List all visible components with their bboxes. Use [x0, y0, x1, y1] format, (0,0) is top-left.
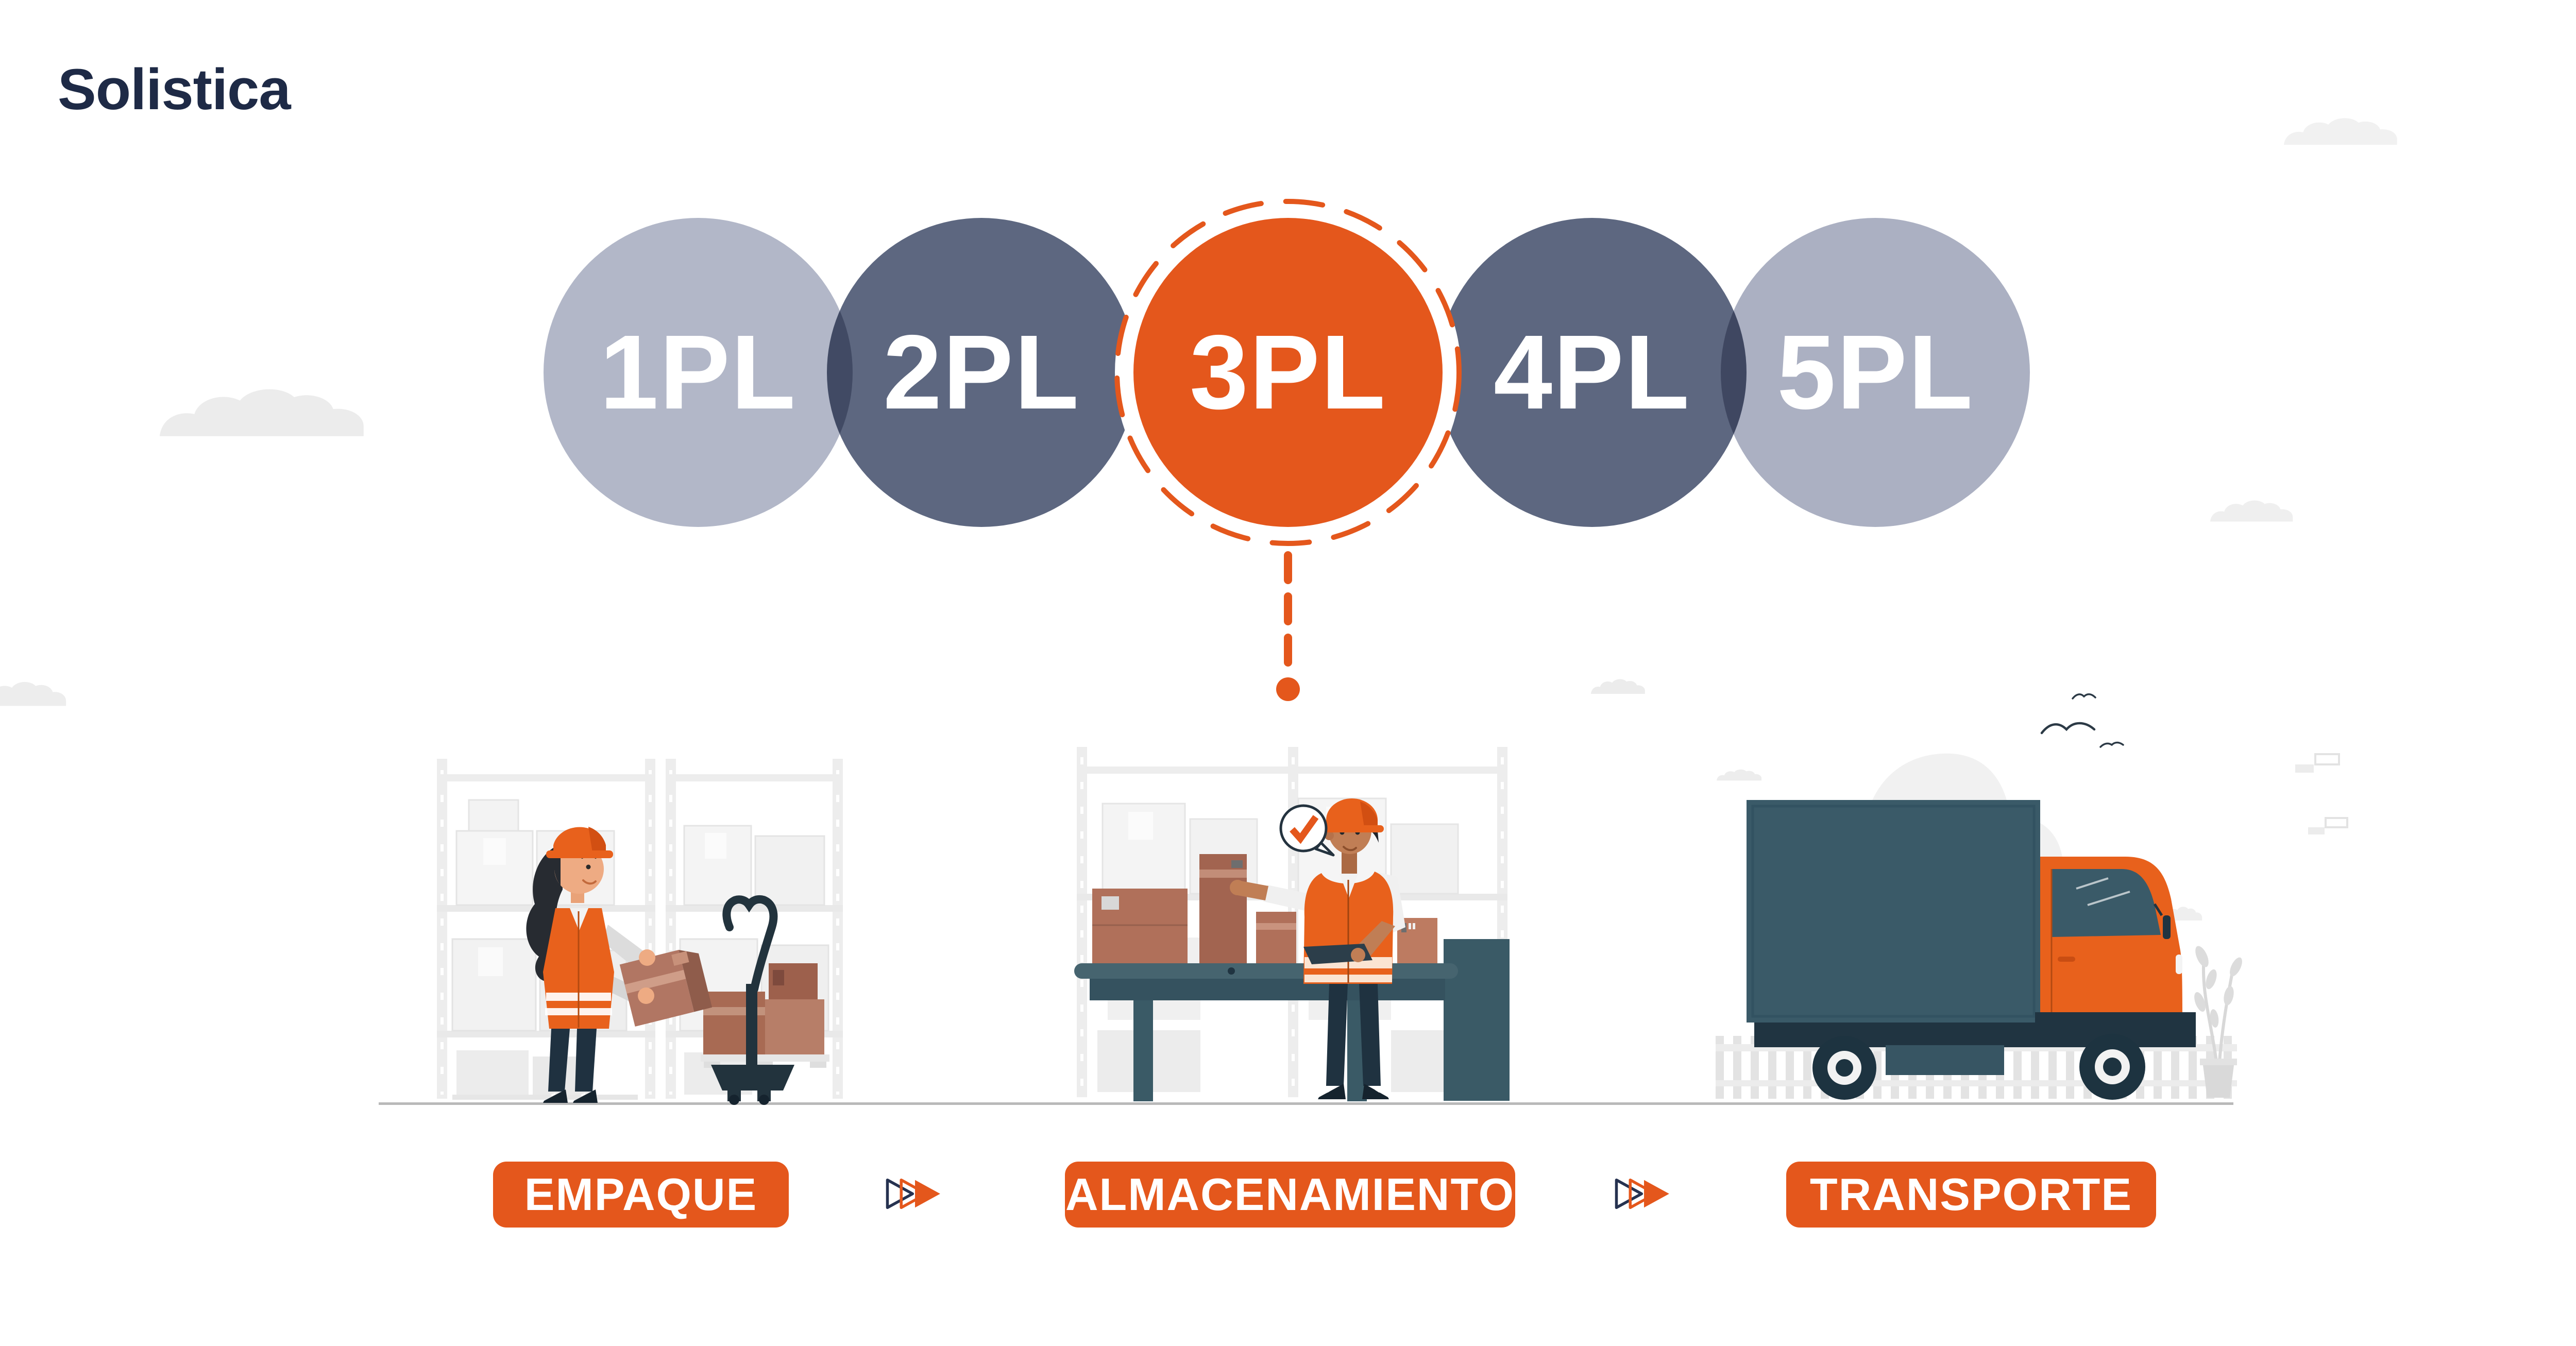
worker-shoe	[573, 1089, 598, 1103]
door-handle	[2058, 957, 2075, 962]
pl-circle-2pl: 2PL	[827, 218, 1136, 527]
underbox	[1886, 1045, 2004, 1075]
pl-circle-4pl: 4PL	[1437, 218, 1747, 527]
step-label-empaque: EMPAQUE	[524, 1169, 758, 1220]
forward-arrows-icon	[1615, 1178, 1669, 1209]
check-icon	[1290, 815, 1319, 844]
brick-accent	[2295, 764, 2314, 773]
table-side-panel	[1444, 939, 1510, 1101]
plant-pot-rim	[2200, 1059, 2237, 1065]
mirror	[2163, 915, 2171, 939]
step-label-transporte: TRANSPORTE	[1809, 1169, 2133, 1220]
brick-accent	[2325, 817, 2348, 828]
pl-label-3pl: 3PL	[1190, 313, 1386, 431]
cloud-far-left	[0, 681, 66, 706]
connector-dot	[1276, 677, 1300, 701]
plant-pot	[2203, 1065, 2234, 1098]
worker-leg	[548, 1029, 570, 1092]
worker-leg	[1359, 984, 1381, 1086]
packing-scene	[437, 759, 843, 1105]
truck	[1747, 800, 2196, 1100]
pl-connector-dashed-line	[1276, 551, 1300, 701]
belt-boxes	[1092, 854, 1437, 963]
pl-label-2pl: 2PL	[883, 313, 1080, 431]
plant	[2194, 946, 2242, 1098]
checking-worker	[1230, 798, 1405, 1099]
step-badge-transporte: TRANSPORTE	[1786, 1162, 2156, 1228]
ground-line	[379, 1102, 2233, 1105]
worker-leg	[1326, 984, 1348, 1086]
forward-arrows-icon	[886, 1178, 940, 1209]
worker-shoe	[1318, 1084, 1346, 1099]
step-badge-empaque: EMPAQUE	[493, 1162, 789, 1228]
pl-label-5pl: 5PL	[1777, 313, 1974, 431]
step-badge-almacenamiento: ALMACENAMIENTO	[1065, 1162, 1515, 1228]
pallet-jack-base	[711, 1065, 794, 1091]
brick-accent	[2308, 827, 2325, 834]
storage-scene	[1074, 747, 1510, 1101]
front-wheel	[2079, 1034, 2145, 1100]
transport-scene	[1716, 753, 2242, 1100]
table-top	[1074, 963, 1458, 979]
pallet-jack	[711, 895, 794, 1105]
load-box-medium	[765, 999, 824, 1054]
pl-label-4pl: 4PL	[1494, 313, 1690, 431]
pl-circle-1pl: 1PL	[544, 218, 853, 527]
cloud-right-mid	[2210, 500, 2293, 522]
step-label-almacenamiento: ALMACENAMIENTO	[1065, 1169, 1515, 1220]
packing-worker	[526, 827, 713, 1103]
check-bubble-icon	[1279, 804, 1335, 857]
pallet-jack-handle	[722, 895, 778, 993]
pl-circle-5pl: 5PL	[1721, 218, 2030, 527]
marker-light	[2176, 955, 2182, 974]
pl-circle-3pl-active: 3PL	[1133, 218, 1443, 527]
cloud-truck-left	[1717, 769, 1762, 781]
belt-box-medium	[1256, 912, 1296, 963]
worker-shoe	[543, 1089, 568, 1103]
brick-accent	[2314, 753, 2340, 765]
cargo-box	[1747, 800, 2040, 1023]
worker-arm-upper	[602, 925, 644, 968]
cab-window	[2052, 869, 2161, 937]
rear-wheel	[1812, 1036, 1876, 1100]
pl-active-dashed-ring	[1114, 199, 1462, 546]
birds-icon	[2040, 693, 2124, 748]
cloud-top-right	[2284, 118, 2397, 145]
pallet-jack-mast	[746, 984, 757, 1066]
worker-shoe	[1362, 1084, 1389, 1099]
cloud-mid-small	[1591, 679, 1645, 694]
table-leg	[1133, 1000, 1153, 1101]
cloud-left	[160, 389, 364, 436]
carried-box	[619, 950, 713, 1027]
chassis	[1754, 1023, 2043, 1047]
brand-logo: Solistica	[58, 57, 291, 122]
pl-label-1pl: 1PL	[600, 313, 796, 431]
worker-leg	[575, 1029, 597, 1092]
